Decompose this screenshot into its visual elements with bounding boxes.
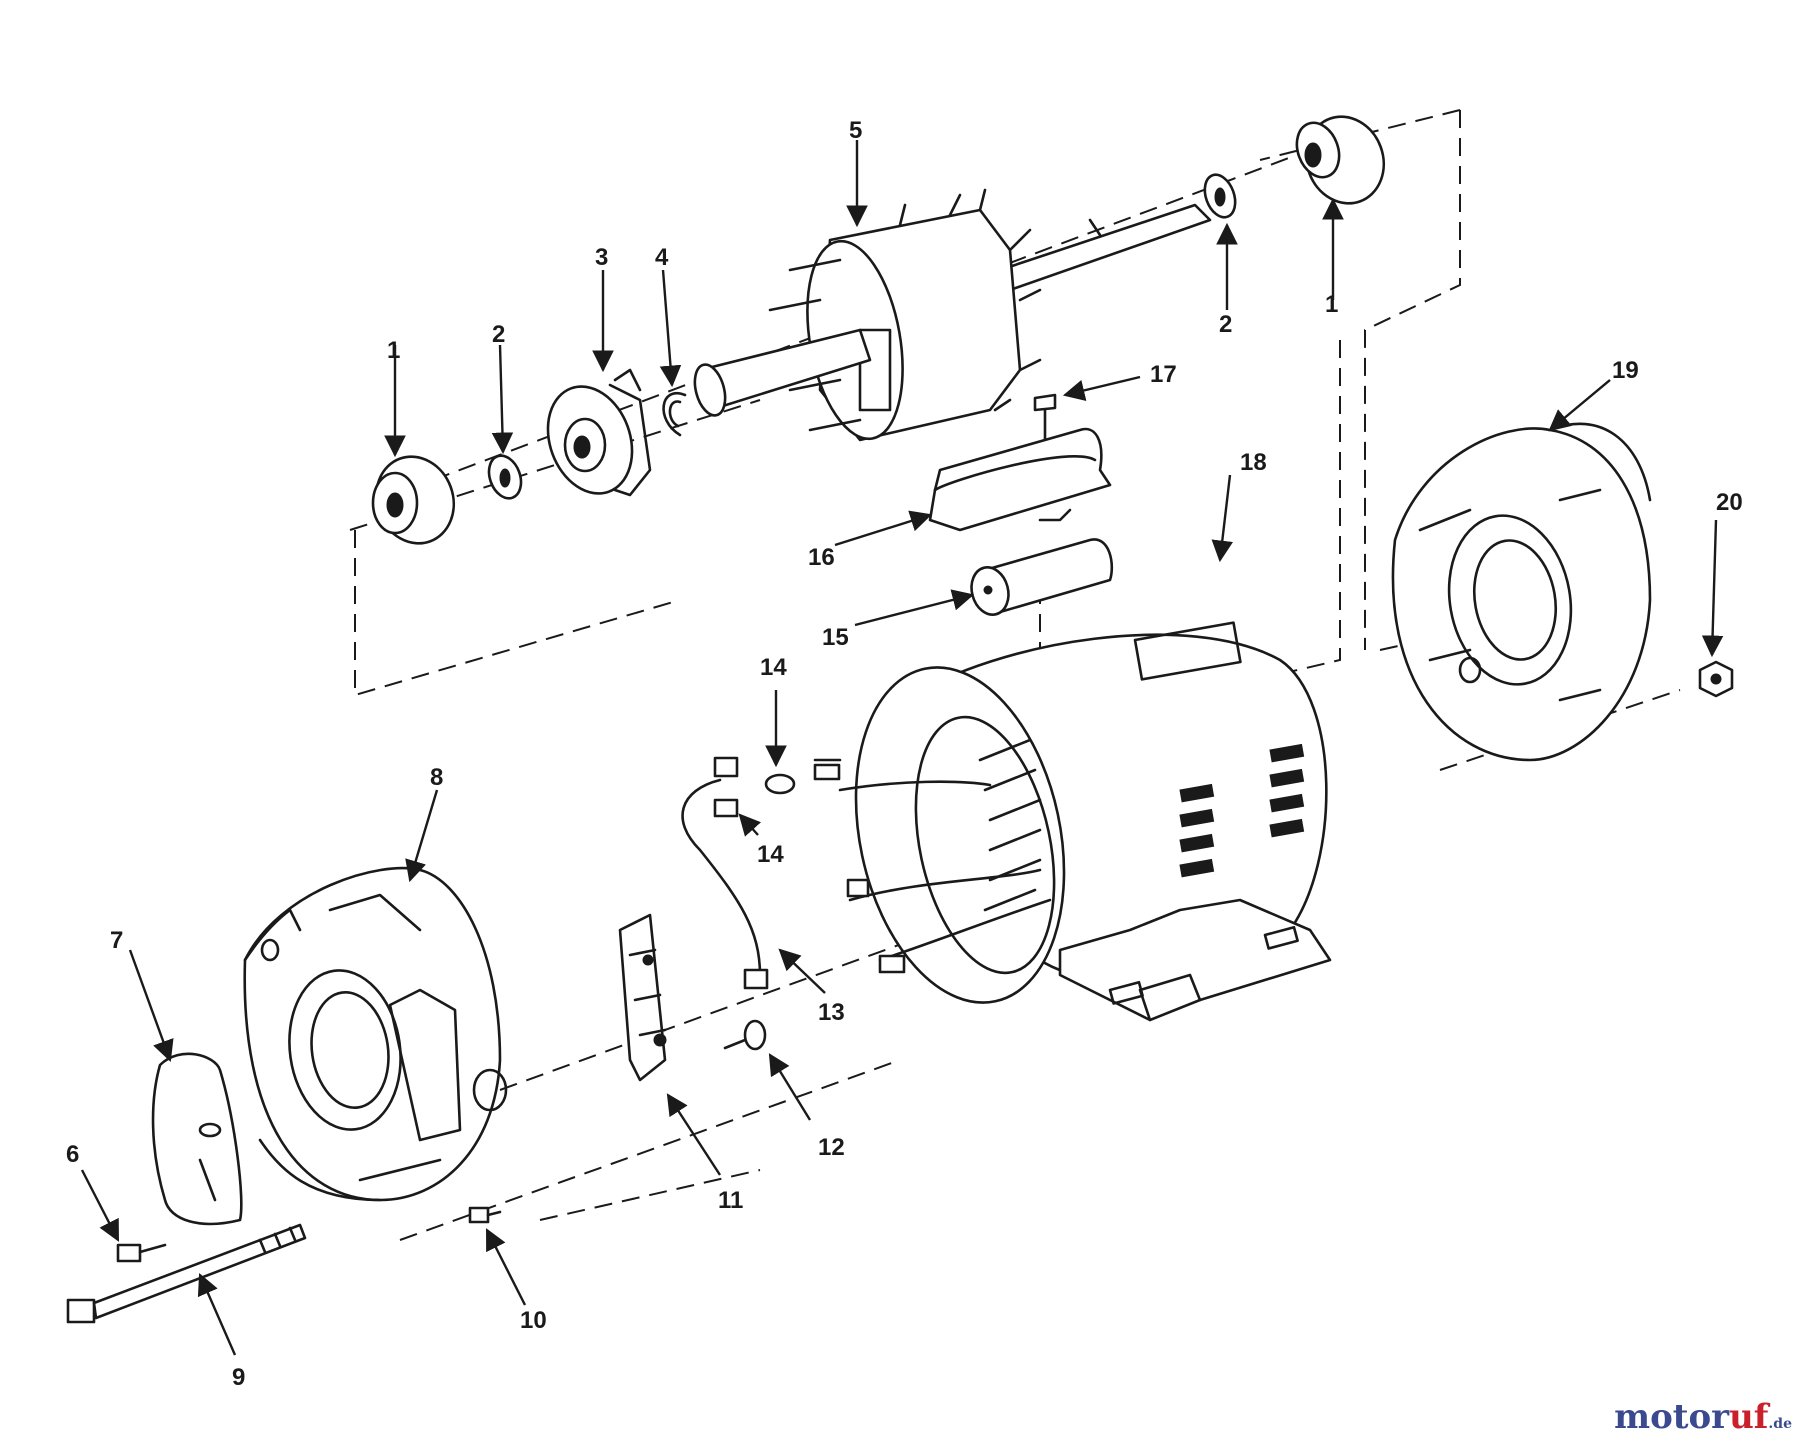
through-bolt — [66, 1223, 307, 1324]
callout-14-bottom: 14 — [757, 841, 784, 868]
washer-left — [487, 454, 523, 500]
callout-16: 16 — [808, 544, 835, 571]
cover-screw — [116, 1243, 167, 1263]
hex-nut — [1698, 660, 1734, 698]
callout-18: 18 — [1240, 449, 1267, 476]
callout-5: 5 — [849, 117, 862, 144]
leader-arrows — [80, 140, 1724, 1356]
centrifugal-actuator — [546, 368, 652, 497]
capacitor-cover-screw — [1033, 393, 1057, 442]
watermark-part1: motor — [1614, 1397, 1730, 1437]
callout-9: 9 — [232, 1364, 245, 1391]
motor-frame-housing — [813, 621, 1332, 1022]
shield-screw — [468, 1206, 502, 1224]
wire-connectors — [713, 756, 796, 818]
terminal-screw — [723, 1019, 767, 1051]
callout-17: 17 — [1150, 361, 1177, 388]
callout-13: 13 — [818, 999, 845, 1026]
callout-3: 3 — [595, 244, 608, 271]
watermark-suffix: .de — [1768, 1416, 1792, 1432]
callout-20: 20 — [1716, 489, 1743, 516]
callout-4: 4 — [655, 244, 669, 271]
washer-right — [1203, 173, 1237, 219]
callout-19: 19 — [1612, 357, 1639, 384]
callout-12: 12 — [818, 1134, 845, 1161]
callout-10: 10 — [520, 1307, 547, 1334]
watermark-part2: uf — [1729, 1397, 1769, 1437]
bearing-right — [1295, 115, 1386, 205]
end-shield-rear — [1391, 422, 1652, 762]
capacitor — [970, 538, 1114, 616]
bearing-left — [371, 455, 456, 545]
retaining-clip — [662, 391, 687, 437]
switch-cover-plate — [151, 1052, 243, 1226]
capacitor-cover — [928, 427, 1112, 532]
watermark-logo: motoruf.de — [1614, 1397, 1792, 1437]
lead-wire — [681, 778, 769, 990]
callout-15: 15 — [822, 624, 849, 651]
vent-slots — [1179, 743, 1305, 878]
rotor-assembly — [693, 188, 1212, 442]
callout-1-left: 1 — [387, 337, 400, 364]
switch-plate — [618, 913, 667, 1082]
end-shield-front — [243, 866, 508, 1202]
callout-2-left: 2 — [492, 321, 505, 348]
callout-labels: 1 2 5 3 4 2 1 17 18 16 15 19 20 14 14 13… — [66, 117, 1743, 1391]
callout-8: 8 — [430, 764, 443, 791]
callout-2-right: 2 — [1219, 311, 1232, 338]
callout-6: 6 — [66, 1141, 79, 1168]
callout-7: 7 — [110, 927, 123, 954]
callout-1-right: 1 — [1325, 291, 1338, 318]
callout-14-top: 14 — [760, 654, 787, 681]
callout-11: 11 — [718, 1187, 743, 1214]
